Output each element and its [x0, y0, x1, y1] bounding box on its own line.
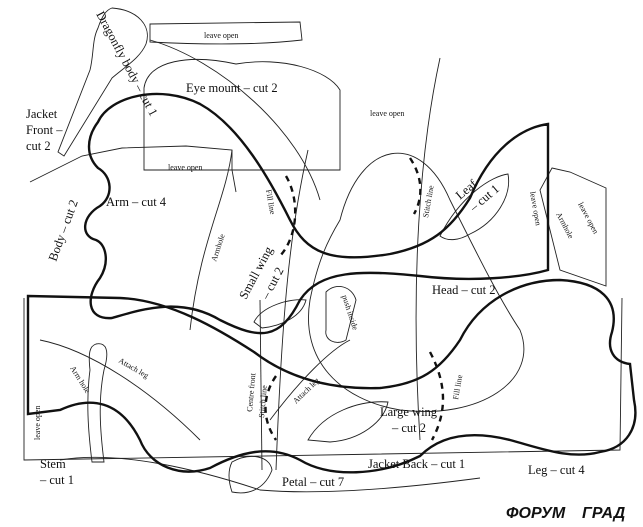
forum-grad-watermark: ФОРУМ ГРАД	[506, 505, 626, 522]
centre-front-line	[259, 299, 263, 471]
attach-leg-line	[39, 339, 201, 441]
label-leave-open-far-right: leave open	[576, 201, 600, 236]
dragonfly-body-outline	[57, 7, 148, 157]
push-inside-outline	[325, 285, 357, 343]
label-jacket-front-2: Front –	[26, 123, 63, 137]
small-wing-outline	[253, 299, 307, 329]
label-arm: Arm – cut 4	[106, 195, 167, 209]
label-large-wing-2: – cut 2	[391, 421, 426, 435]
label-petal: Petal – cut 7	[282, 475, 344, 489]
jacket-front-outline	[29, 145, 237, 193]
label-leave-open-top: leave open	[204, 31, 238, 40]
label-head: Head – cut 2	[432, 283, 496, 297]
label-jacket-back: Jacket Back – cut 1	[368, 457, 465, 471]
label-jacket-front-1: Jacket	[26, 107, 58, 121]
label-fill-line-upper: Fill line	[264, 189, 277, 216]
label-armhole-left: Armhole	[209, 232, 226, 262]
label-stitch-line-upper: Stitch line	[421, 184, 436, 218]
stitch-line-dash-lower	[264, 375, 277, 441]
label-armhole-right: Armhole	[554, 211, 576, 241]
leave-open-band-outline	[149, 21, 303, 45]
arm-outline	[84, 92, 550, 335]
head-outline	[308, 152, 525, 412]
label-eye-mount: Eye mount – cut 2	[186, 81, 278, 95]
label-stem-1: Stem	[40, 457, 66, 471]
stitch-line-dash-upper	[409, 157, 422, 215]
label-attach-leg-mid: Attach leg	[291, 376, 321, 405]
label-body: Body – cut 2	[46, 198, 81, 263]
label-centre-front: Centre front	[245, 372, 257, 412]
label-leave-open-mid: leave open	[168, 163, 202, 172]
leg-outline	[26, 278, 637, 474]
label-leg: Leg – cut 4	[528, 463, 585, 477]
petal-outline	[228, 455, 273, 494]
eye-mount-outline	[143, 59, 341, 171]
label-large-wing-1: Large wing	[380, 405, 438, 419]
large-wing-outline	[307, 401, 389, 443]
label-fill-line-lower: Fill line	[451, 374, 464, 401]
label-jacket-front-3: cut 2	[26, 139, 51, 153]
construction-curve-a	[149, 39, 321, 201]
fill-line-lower	[428, 351, 445, 441]
label-leave-open-right: leave open	[528, 191, 543, 226]
watermark-text-a: ФОРУМ	[506, 505, 566, 522]
label-push-inside: push inside	[340, 294, 360, 332]
stem-outline	[87, 343, 108, 463]
label-leave-open-left: leave open	[33, 406, 42, 440]
armhole-line-left	[189, 149, 233, 331]
armhole-right-outline	[539, 167, 607, 287]
stitch-line-guide	[275, 149, 309, 471]
jacket-back-outline	[23, 297, 623, 461]
label-leave-open-upper: leave open	[370, 109, 404, 118]
construction-curve-b	[59, 456, 481, 493]
watermark-text-b: ГРАД	[582, 505, 626, 522]
label-stem-2: – cut 1	[39, 473, 74, 487]
construction-curve-c	[415, 57, 441, 441]
attach-leg-line-mid	[269, 339, 351, 421]
label-stitch-line-lower: Stitch line	[257, 384, 269, 418]
